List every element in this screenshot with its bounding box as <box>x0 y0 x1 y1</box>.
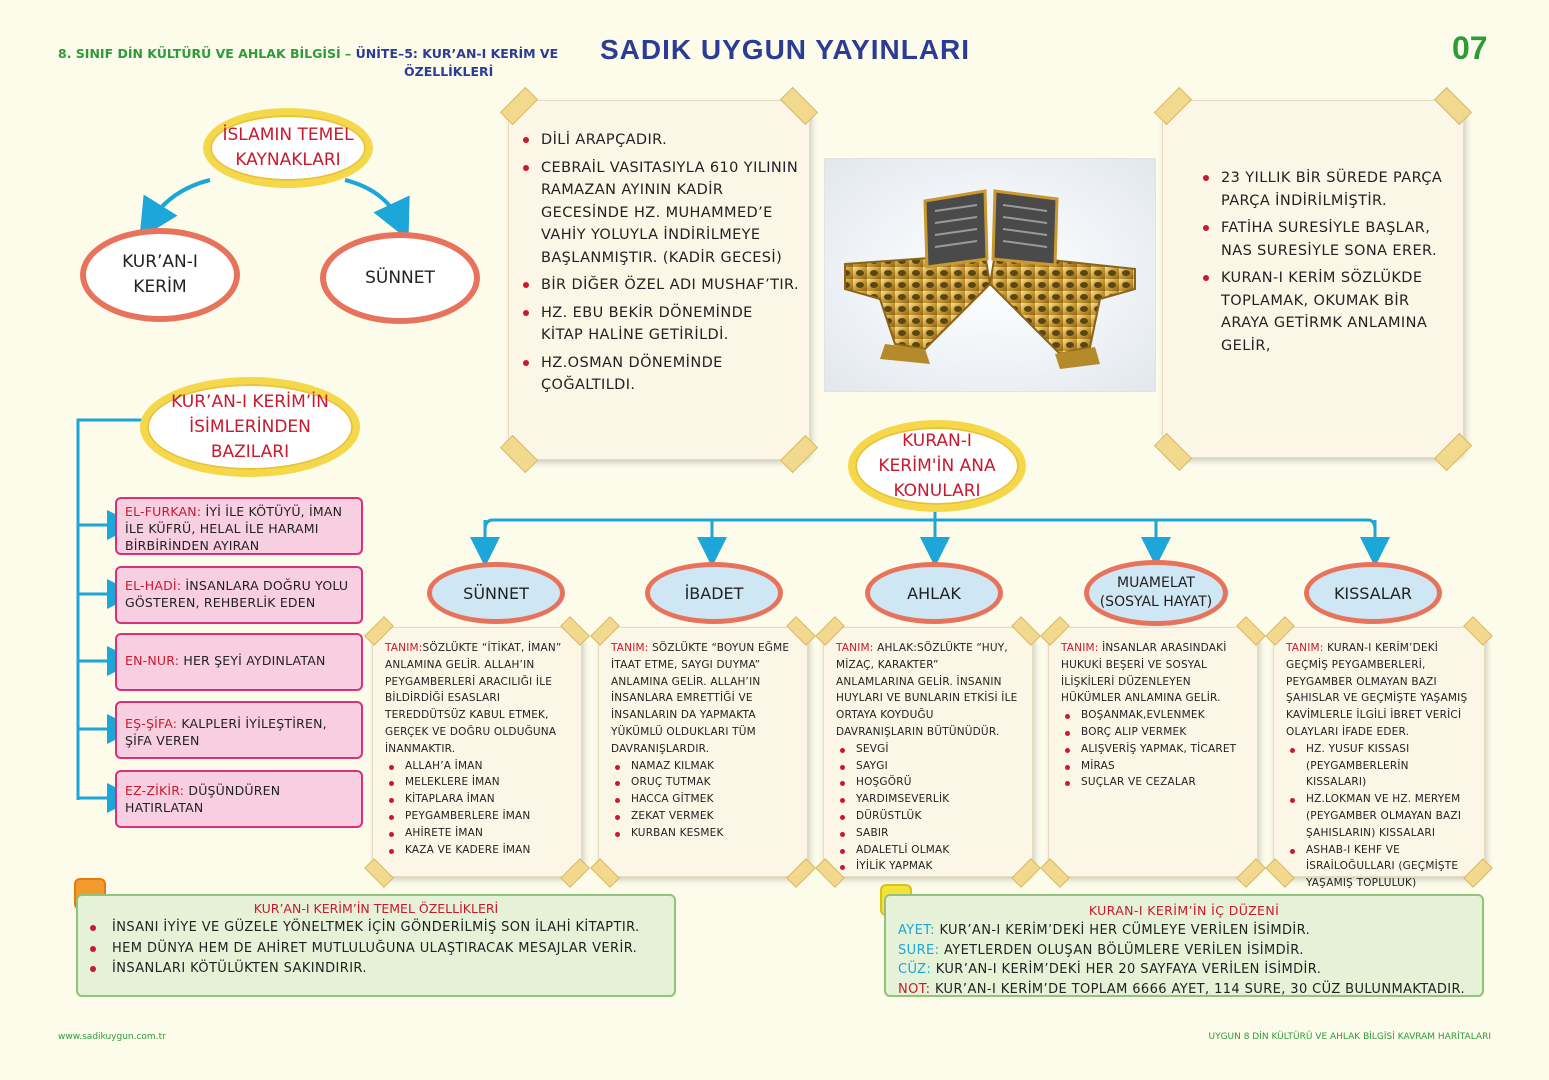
fact-item: 23 YILLIK BİR SÜREDE PARÇA PARÇA İNDİRİL… <box>1199 167 1453 212</box>
name-box-sifa: EŞ-ŞİFA: KALPLERİ İYİLEŞTİREN, ŞİFA VERE… <box>115 701 363 759</box>
name-box-furkan: EL-FURKAN: İYİ İLE KÖTÜYÜ, İMAN İLE KÜFR… <box>115 497 363 555</box>
topic-note-kissalar: TANIM: KURAN-I KERİM’DEKİ GEÇMİŞ PEYGAMB… <box>1265 616 1493 889</box>
topic-bullet: AHİRETE İMAN <box>385 825 569 842</box>
topic-bullet: MELEKLERE İMAN <box>385 774 569 791</box>
fact-item: HZ.OSMAN DÖNEMİNDE ÇOĞALTILDI. <box>519 352 799 397</box>
topic-bullet: KURBAN KESMEK <box>611 825 795 842</box>
topic-bullet: SABIR <box>836 825 1020 842</box>
name-box-hadi: EL-HADİ: İNSANLARA DOĞRU YOLU GÖSTEREN, … <box>115 566 363 624</box>
arrow-to-kuran <box>139 178 211 239</box>
topic-bullet: ZEKAT VERMEK <box>611 808 795 825</box>
topic-bullet: ALLAH’A İMAN <box>385 758 569 775</box>
arrow-to-sunnet <box>344 178 410 241</box>
structure-item-ayet: AYET: KUR’AN-I KERİM’DEKİ HER CÜMLEYE VE… <box>898 922 1311 938</box>
topic-bullet: SEVGİ <box>836 741 1020 758</box>
features-box: KUR’AN-I KERİM’İN TEMEL ÖZELLİKLERİ İNSA… <box>76 894 676 997</box>
topic-definition: TANIM: KURAN-I KERİM’DEKİ GEÇMİŞ PEYGAMB… <box>1286 642 1468 738</box>
topic-bullet: SAYGI <box>836 758 1020 775</box>
name-box-nur: EN-NUR: HER ŞEYİ AYDINLATAN <box>115 633 363 691</box>
quran-stand-photo <box>824 158 1156 392</box>
topic-bullet: MİRAS <box>1061 758 1245 775</box>
fact-item: FATİHA SURESİYLE BAŞLAR, NAS SURESİYLE S… <box>1199 217 1453 262</box>
fact-item: CEBRAİL VASITASIYLA 610 YILININ RAMAZAN … <box>519 157 799 270</box>
topic-note-ibadet: TANIM: SÖZLÜKTE “BOYUN EĞME İTAAT ETME, … <box>590 616 816 888</box>
topic-bullet: HZ.LOKMAN VE HZ. MERYEM (PEYGAMBER OLMAY… <box>1286 791 1472 841</box>
fact-item: KURAN-I KERİM SÖZLÜKDE TOPLAMAK, OKUMAK … <box>1199 267 1453 357</box>
topic-bullet: ASHAB-I KEHF VE İSRAİLOĞULLARI (GEÇMİŞTE… <box>1286 842 1472 892</box>
feature-item: HEM DÜNYA HEM DE AHİRET MUTLULUĞUNA ULAŞ… <box>78 939 674 960</box>
footer-series-title: UYGUN 8 DİN KÜLTÜRÜ VE AHLAK BİLGİSİ KAV… <box>1208 1032 1491 1042</box>
note-kuran-facts: DİLİ ARAPÇADIR. CEBRAİL VASITASIYLA 610 … <box>499 86 819 474</box>
feature-item: İNSANI İYİYE VE GÜZELE YÖNELTMEK İÇİN GÖ… <box>78 918 674 939</box>
names-title: KUR’AN-I KERİM’İN İSİMLERİNDEN BAZILARI <box>140 377 360 477</box>
course-header: 8. SINIF DİN KÜLTÜRÜ VE AHLAK BİLGİSİ – … <box>58 46 559 79</box>
sources-title: İSLAMIN TEMEL KAYNAKLARI <box>203 108 373 188</box>
unit-title: ÜNİTE–5: KUR’AN-I KERİM VE <box>355 46 559 61</box>
topic-bullet: İYİLİK YAPMAK <box>836 858 1020 875</box>
topic-note-muamelat: TANIM: İNSANLAR ARASINDAKİ HUKUKİ BEŞERİ… <box>1040 616 1266 888</box>
topic-definition: TANIM: İNSANLAR ARASINDAKİ HUKUKİ BEŞERİ… <box>1061 642 1227 705</box>
page-number: 07 <box>1452 30 1488 66</box>
topic-sunnet: SÜNNET <box>427 562 565 624</box>
topic-bullet: KİTAPLARA İMAN <box>385 791 569 808</box>
topic-ibadet: İBADET <box>645 562 783 624</box>
feature-item: İNSANLARI KÖTÜLÜKTEN SAKINDIRIR. <box>78 959 674 980</box>
structure-item-note: NOT: KUR’AN-I KERİM’DE TOPLAM 6666 AYET,… <box>898 982 1466 998</box>
topic-bullet: YARDIMSEVERLİK <box>836 791 1020 808</box>
topic-bullet: PEYGAMBERLERE İMAN <box>385 808 569 825</box>
structure-title: KURAN-I KERİM’İN İÇ DÜZENİ <box>1088 903 1280 918</box>
topic-bullet: HACCA GİTMEK <box>611 791 795 808</box>
topic-ahlak: AHLAK <box>865 562 1003 624</box>
topic-bullet: KAZA VE KADERE İMAN <box>385 842 569 859</box>
topic-bullet: DÜRÜSTLÜK <box>836 808 1020 825</box>
topic-note-sunnet: TANIM:SÖZLÜKTE “İTİKAT, İMAN” ANLAMINA G… <box>364 616 590 888</box>
topic-bullet: ALIŞVERİŞ YAPMAK, TİCARET <box>1061 741 1245 758</box>
topic-definition: TANIM: AHLAK:SÖZLÜKTE “HUY, MİZAÇ, KARAK… <box>836 642 1018 738</box>
topic-definition: TANIM:SÖZLÜKTE “İTİKAT, İMAN” ANLAMINA G… <box>385 642 562 755</box>
topic-definition: TANIM: SÖZLÜKTE “BOYUN EĞME İTAAT ETME, … <box>611 642 790 755</box>
topics-title: KURAN-I KERİM'İN ANA KONULARI <box>848 420 1026 512</box>
footer-website[interactable]: www.sadikuygun.com.tr <box>58 1032 166 1042</box>
publisher-brand: SADIK UYGUN YAYINLARI <box>600 34 971 65</box>
topic-bullet: ORUÇ TUTMAK <box>611 774 795 791</box>
topic-muamelat: MUAMELAT (SOSYAL HAYAT) <box>1084 560 1228 626</box>
topic-bullet: BORÇ ALIP VERMEK <box>1061 724 1245 741</box>
topic-bullet: BOŞANMAK,EVLENMEK <box>1061 707 1245 724</box>
fact-item: DİLİ ARAPÇADIR. <box>519 129 799 152</box>
topic-bullet: ADALETLİ OLMAK <box>836 842 1020 859</box>
structure-box: KURAN-I KERİM’İN İÇ DÜZENİ AYET: KUR’AN-… <box>884 894 1484 997</box>
structure-item-cuz: CÜZ: KUR’AN-I KERİM’DEKİ HER 20 SAYFAYA … <box>898 962 1322 978</box>
source-sunnet: SÜNNET <box>320 232 480 324</box>
topic-bullet: NAMAZ KILMAK <box>611 758 795 775</box>
topic-note-ahlak: TANIM: AHLAK:SÖZLÜKTE “HUY, MİZAÇ, KARAK… <box>815 616 1041 888</box>
name-box-zikir: EZ-ZİKİR: DÜŞÜNDÜREN HATIRLATAN <box>115 770 363 828</box>
topic-bullet: SUÇLAR VE CEZALAR <box>1061 774 1245 791</box>
structure-item-sure: SURE: AYETLERDEN OLUŞAN BÖLÜMLERE VERİLE… <box>898 942 1304 958</box>
topic-kissalar: KISSALAR <box>1304 562 1442 624</box>
grade-course: 8. SINIF DİN KÜLTÜRÜ VE AHLAK BİLGİSİ – <box>58 46 356 61</box>
unit-subtitle: ÖZELLİKLERİ <box>404 64 494 79</box>
rahle-illustration <box>844 189 1136 369</box>
topic-bullet: HOŞGÖRÜ <box>836 774 1020 791</box>
features-title: KUR’AN-I KERİM’İN TEMEL ÖZELLİKLERİ <box>253 901 499 916</box>
fact-item: HZ. EBU BEKİR DÖNEMİNDE KİTAP HALİNE GET… <box>519 302 799 347</box>
note-kuran-more-facts: 23 YILLIK BİR SÜREDE PARÇA PARÇA İNDİRİL… <box>1153 86 1473 472</box>
topics-bar <box>483 518 1377 531</box>
names-bracket <box>76 418 142 800</box>
fact-item: BİR DİĞER ÖZEL ADI MUSHAF’TIR. <box>519 274 799 297</box>
topic-bullet: HZ. YUSUF KISSASI (PEYGAMBERLERİN KISSAL… <box>1286 741 1472 791</box>
source-kuran: KUR’AN-I KERİM <box>80 228 240 322</box>
